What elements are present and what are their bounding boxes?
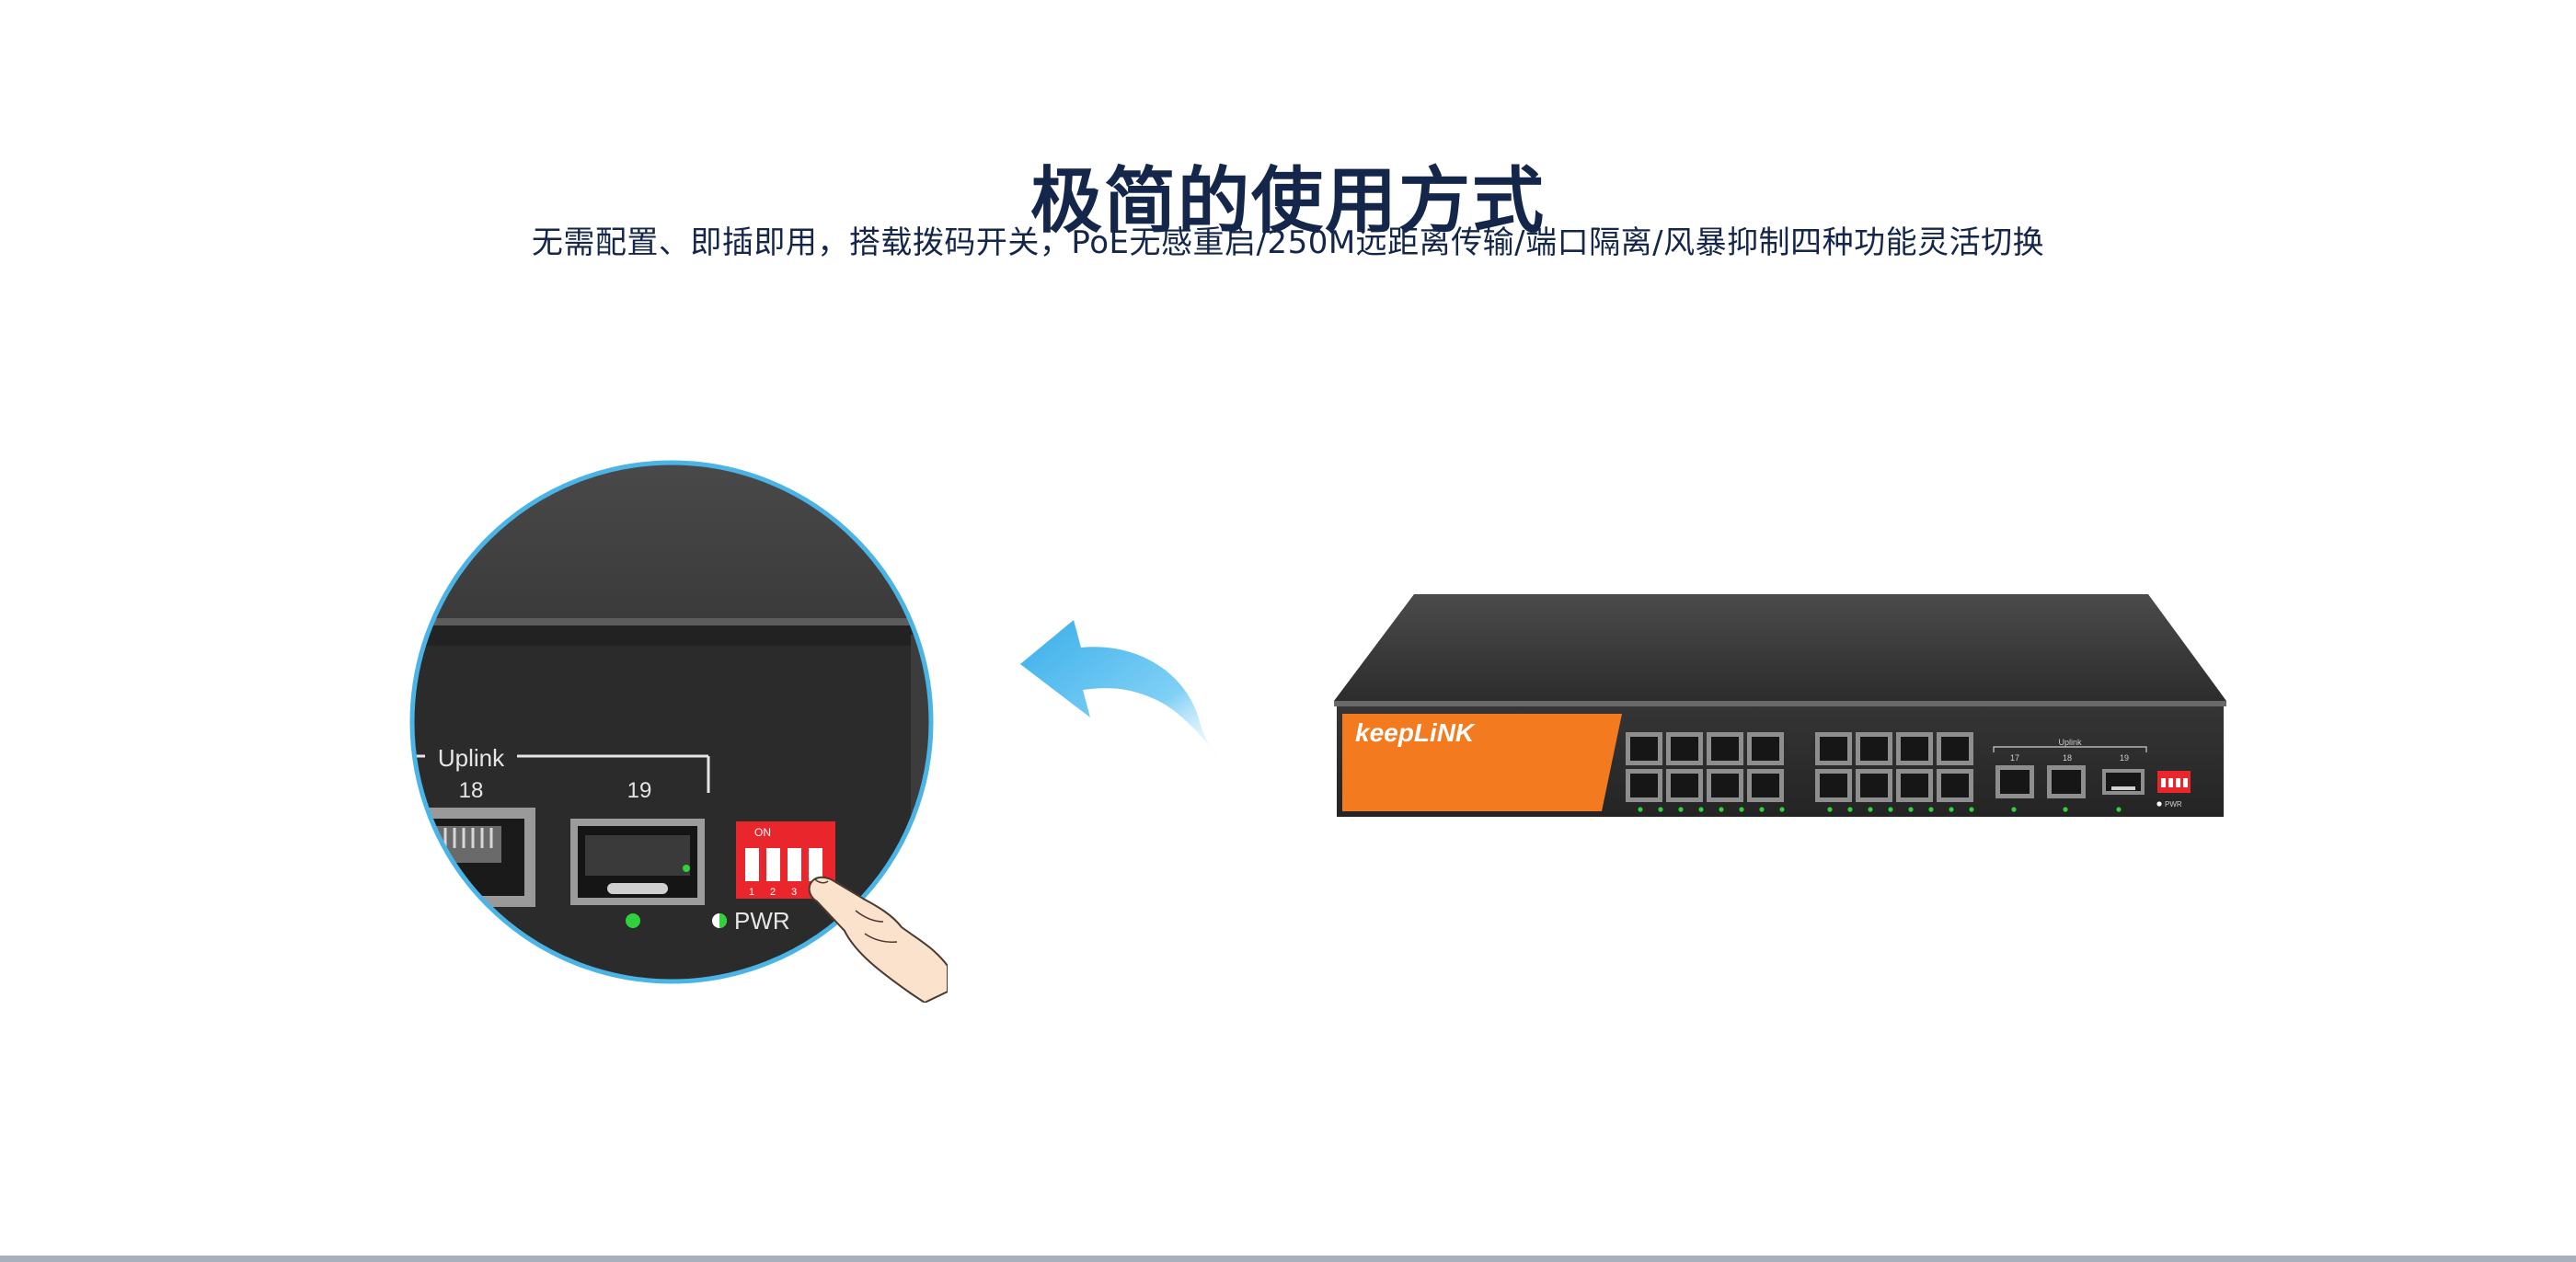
zoom-dip-number: 2 (770, 887, 776, 898)
page-subtitle: 无需配置、即插即用，搭载拨码开关，PoE无感重启/250M远距离传输/端口隔离/… (531, 224, 2045, 261)
zoom-pwr-label: PWR (734, 907, 790, 935)
device-port-18-label: 18 (2063, 753, 2072, 763)
zoom-port-19-label: 19 (627, 778, 652, 803)
zoom-rj45-port-18 (412, 808, 535, 907)
device-uplink-label: Uplink (2058, 738, 2082, 747)
zoom-sfp-port-19 (570, 819, 705, 905)
zoom-sfp-led (626, 913, 640, 928)
zoom-uplink-label: Uplink (438, 744, 505, 772)
hand-icon (808, 876, 948, 1003)
zoom-circle-border (409, 460, 934, 984)
curved-arrow-icon (1020, 620, 1234, 774)
zoom-illustration: Uplink 18 19 (409, 460, 948, 1003)
bottom-divider (0, 1256, 2576, 1262)
brand-panel (1342, 714, 1622, 811)
device-port-17-label: 17 (2010, 753, 2019, 763)
uplink-section: Uplink 17 18 19 (1993, 738, 2147, 798)
zoom-dip-on-label: ON (754, 826, 771, 839)
zoom-dip-number: 1 (749, 887, 754, 898)
brand-logo: keepLiNK (1355, 718, 1476, 747)
device-port-19-label: 19 (2120, 753, 2129, 763)
device-pwr-label: PWR (2165, 800, 2182, 809)
page-title: 极简的使用方式 (1029, 160, 1546, 244)
device-dip-switch: PWR (2156, 771, 2191, 809)
zoom-port-18-label: 18 (459, 778, 484, 803)
zoom-dip-number: 3 (791, 887, 797, 898)
poe-switch-device: keepLiNK (1334, 594, 2226, 817)
port-leds (1638, 807, 2122, 812)
